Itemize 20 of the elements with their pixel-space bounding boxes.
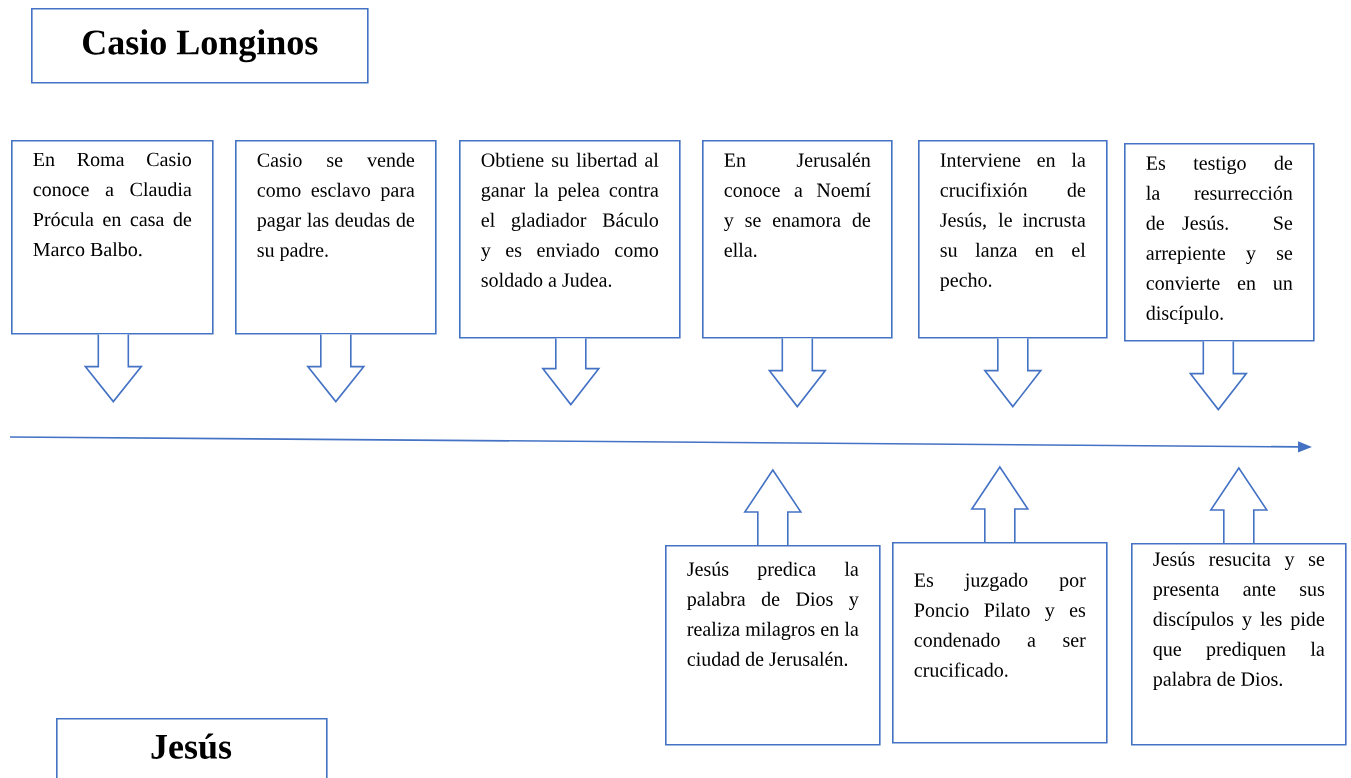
event-box: Es juzgado por Poncio Pilato y es condenado a ser crucificado. xyxy=(892,542,1108,744)
block-arrow xyxy=(767,337,827,408)
event-box: En Roma Casio conoce a Claudia Prócula en casa de Marco Balbo. xyxy=(11,140,214,335)
block-arrow xyxy=(306,333,366,403)
event-box: Jesús resucita y se presenta ante sus discípulos y les pide que prediquen la palabra de Dios. xyxy=(1131,543,1347,746)
event-box: Interviene en la crucifixión de Jesús, le incrusta su lanza en el pecho. xyxy=(918,140,1108,339)
block-arrow xyxy=(970,465,1030,543)
block-arrow xyxy=(1209,466,1269,544)
event-box: Jesús predica la palabra de Dios y realiza milagros en la ciudad de Jerusalén. xyxy=(665,545,881,746)
event-box: Casio se vende como esclavo para pagar las deudas de su padre. xyxy=(235,140,437,335)
title-box: Jesús xyxy=(56,718,328,778)
block-arrow xyxy=(1188,340,1248,411)
title-box: Casio Longinos xyxy=(31,8,369,84)
event-box: Es testigo de la resurrección de Jesús. Se arrepiente y se convierte en un discípulo. xyxy=(1124,143,1315,342)
block-arrow xyxy=(983,337,1043,408)
block-arrow xyxy=(541,337,601,406)
block-arrow xyxy=(743,468,803,546)
event-box: Obtiene su libertad al ganar la pelea contra el gladiador Báculo y es enviado como soldado a Judea. xyxy=(459,140,681,339)
event-box: En Jerusalén conoce a Noemí y se enamora de ella. xyxy=(702,140,893,339)
block-arrow xyxy=(83,333,143,403)
